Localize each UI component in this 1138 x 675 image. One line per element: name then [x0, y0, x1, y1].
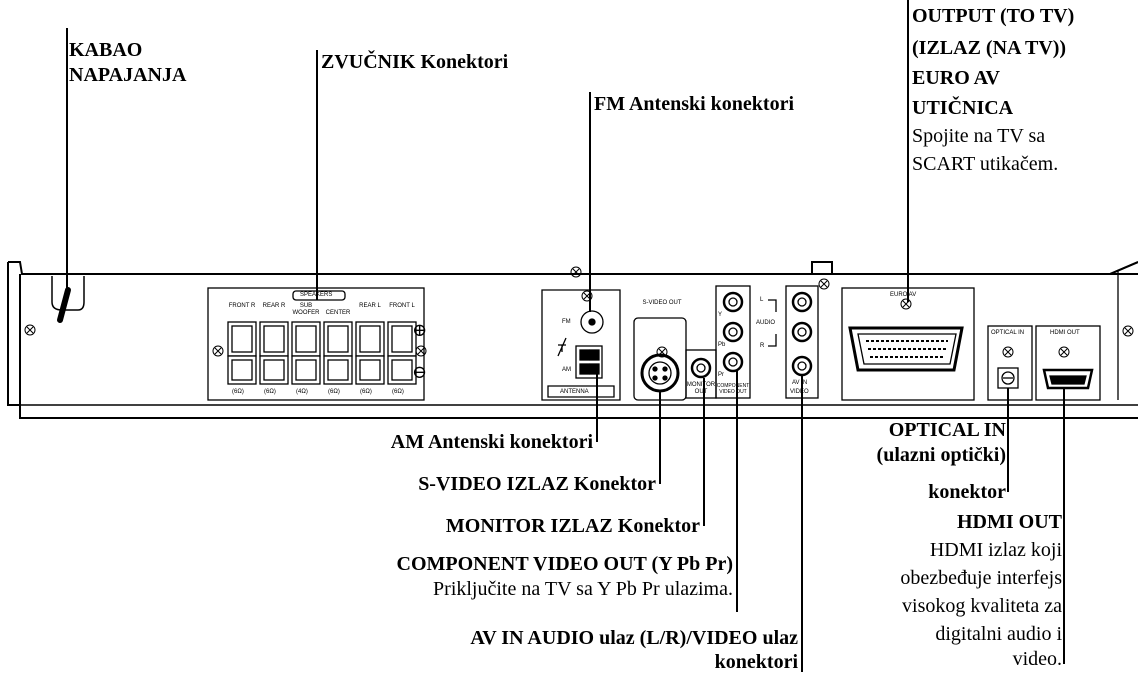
optical-block — [987, 325, 1033, 401]
av-in-block — [768, 285, 819, 399]
chassis-outline — [7, 261, 1138, 419]
component-panel-label: COMPONENT VIDEO OUT — [716, 383, 750, 395]
component-pr-jack — [722, 351, 744, 373]
speaker-col-rear-l: REAR L — [359, 303, 381, 309]
antenna-block — [541, 289, 621, 401]
antenna-label: ANTENNA — [560, 389, 589, 395]
av-in-r-jack — [791, 321, 813, 343]
audio-panel-label: AUDIO — [756, 320, 776, 326]
am-terminal — [575, 345, 603, 379]
speakers-header: SPEAKERS — [300, 292, 333, 298]
euro-av-block — [841, 287, 975, 401]
callout-hdmi-desc1: HDMI izlaz koji — [929, 539, 1062, 561]
monitor-out-panel-label: MONITOR OUT — [686, 382, 716, 395]
monitor-out-jack — [690, 357, 712, 379]
r-panel-label: R — [760, 343, 765, 349]
impedance-subwoofer: (4Ω) — [296, 389, 308, 395]
screw-icons — [24, 266, 1134, 358]
terminal-front-r — [227, 321, 257, 385]
impedance-rear-l: (6Ω) — [360, 389, 372, 395]
callout-component: COMPONENT VIDEO OUT (Y Pb Pr) — [396, 553, 734, 575]
hdmi-block — [1035, 325, 1101, 401]
speaker-col-front-r: FRONT R — [228, 303, 256, 309]
terminal-center — [323, 321, 353, 385]
svideo-jack — [640, 353, 680, 393]
am-label: AM — [562, 367, 571, 373]
callout-optical-2: (ulazni optički) — [876, 444, 1006, 466]
callout-hdmi-desc2: obezbeđuje interfejs — [900, 567, 1062, 589]
callout-svideo: S-VIDEO IZLAZ Konektor — [418, 473, 656, 495]
component-pb-jack — [722, 321, 744, 343]
video-panel-label: VIDEO — [790, 389, 809, 395]
callout-am-antenna: AM Antenski konektori — [390, 431, 593, 453]
callout-av-in-1: AV IN AUDIO ulaz (L/R)/VIDEO ulaz — [470, 627, 798, 649]
av-in-panel-label: AV IN — [792, 380, 808, 386]
callout-hdmi-title: HDMI OUT — [957, 511, 1062, 533]
callout-optical-3: konektor — [928, 481, 1006, 503]
svideo-block — [633, 317, 687, 401]
impedance-center: (6Ω) — [328, 389, 340, 395]
terminal-front-l — [387, 321, 417, 385]
plus-icon: ⊕ — [412, 320, 428, 340]
impedance-rear-r: (6Ω) — [264, 389, 276, 395]
av-in-video-jack — [791, 355, 813, 377]
callout-hdmi-desc5: video. — [1012, 648, 1062, 670]
callout-monitor: MONITOR IZLAZ Konektor — [445, 515, 700, 537]
scart-connector — [848, 326, 964, 372]
speaker-col-rear-r: REAR R — [262, 303, 286, 309]
callout-hdmi-desc3: visokog kvaliteta za — [902, 595, 1062, 617]
impedance-front-r: (6Ω) — [232, 389, 244, 395]
optical-in-panel-label: OPTICAL IN — [991, 330, 1025, 336]
component-y-jack — [722, 291, 744, 313]
callout-fm-antenna: FM Antenski konektori — [594, 93, 795, 115]
callout-av-in-2: konektori — [714, 651, 798, 673]
callout-component-desc: Priključite na TV sa Y Pb Pr ulazima. — [433, 578, 733, 600]
fm-jack — [580, 310, 604, 334]
callout-power-cord: KABAO NAPAJANJA — [69, 39, 187, 86]
leader-lines — [66, 0, 1065, 672]
pr-label: Pr — [718, 372, 724, 378]
speaker-col-subwoofer: SUB WOOFER — [292, 303, 320, 316]
terminal-rear-l — [355, 321, 385, 385]
impedance-front-l: (6Ω) — [392, 389, 404, 395]
speaker-col-center: CENTER — [325, 310, 351, 316]
terminal-rear-r — [259, 321, 289, 385]
pb-label: Pb — [718, 342, 726, 348]
video-out-block — [685, 285, 751, 399]
euro-av-panel-label: EURO AV — [890, 292, 917, 298]
hdmi-port — [1042, 368, 1094, 390]
callout-optical-1: OPTICAL IN — [888, 419, 1006, 441]
minus-icon: ⊖ — [412, 362, 428, 382]
callout-speaker-connectors: ZVUČNIK Konektori — [321, 51, 509, 73]
fm-label: FM — [562, 319, 571, 325]
speaker-terminals — [227, 321, 417, 385]
speaker-col-front-l: FRONT L — [389, 303, 415, 309]
y-label: Y — [718, 312, 723, 318]
power-cord — [51, 276, 85, 323]
av-in-l-jack — [791, 291, 813, 313]
terminal-subwoofer — [291, 321, 321, 385]
l-panel-label: L — [760, 297, 764, 303]
svideo-panel-label: S-VIDEO OUT — [642, 300, 682, 306]
callout-hdmi-desc4: digitalni audio i — [935, 623, 1062, 645]
hdmi-out-panel-label: HDMI OUT — [1050, 330, 1080, 336]
